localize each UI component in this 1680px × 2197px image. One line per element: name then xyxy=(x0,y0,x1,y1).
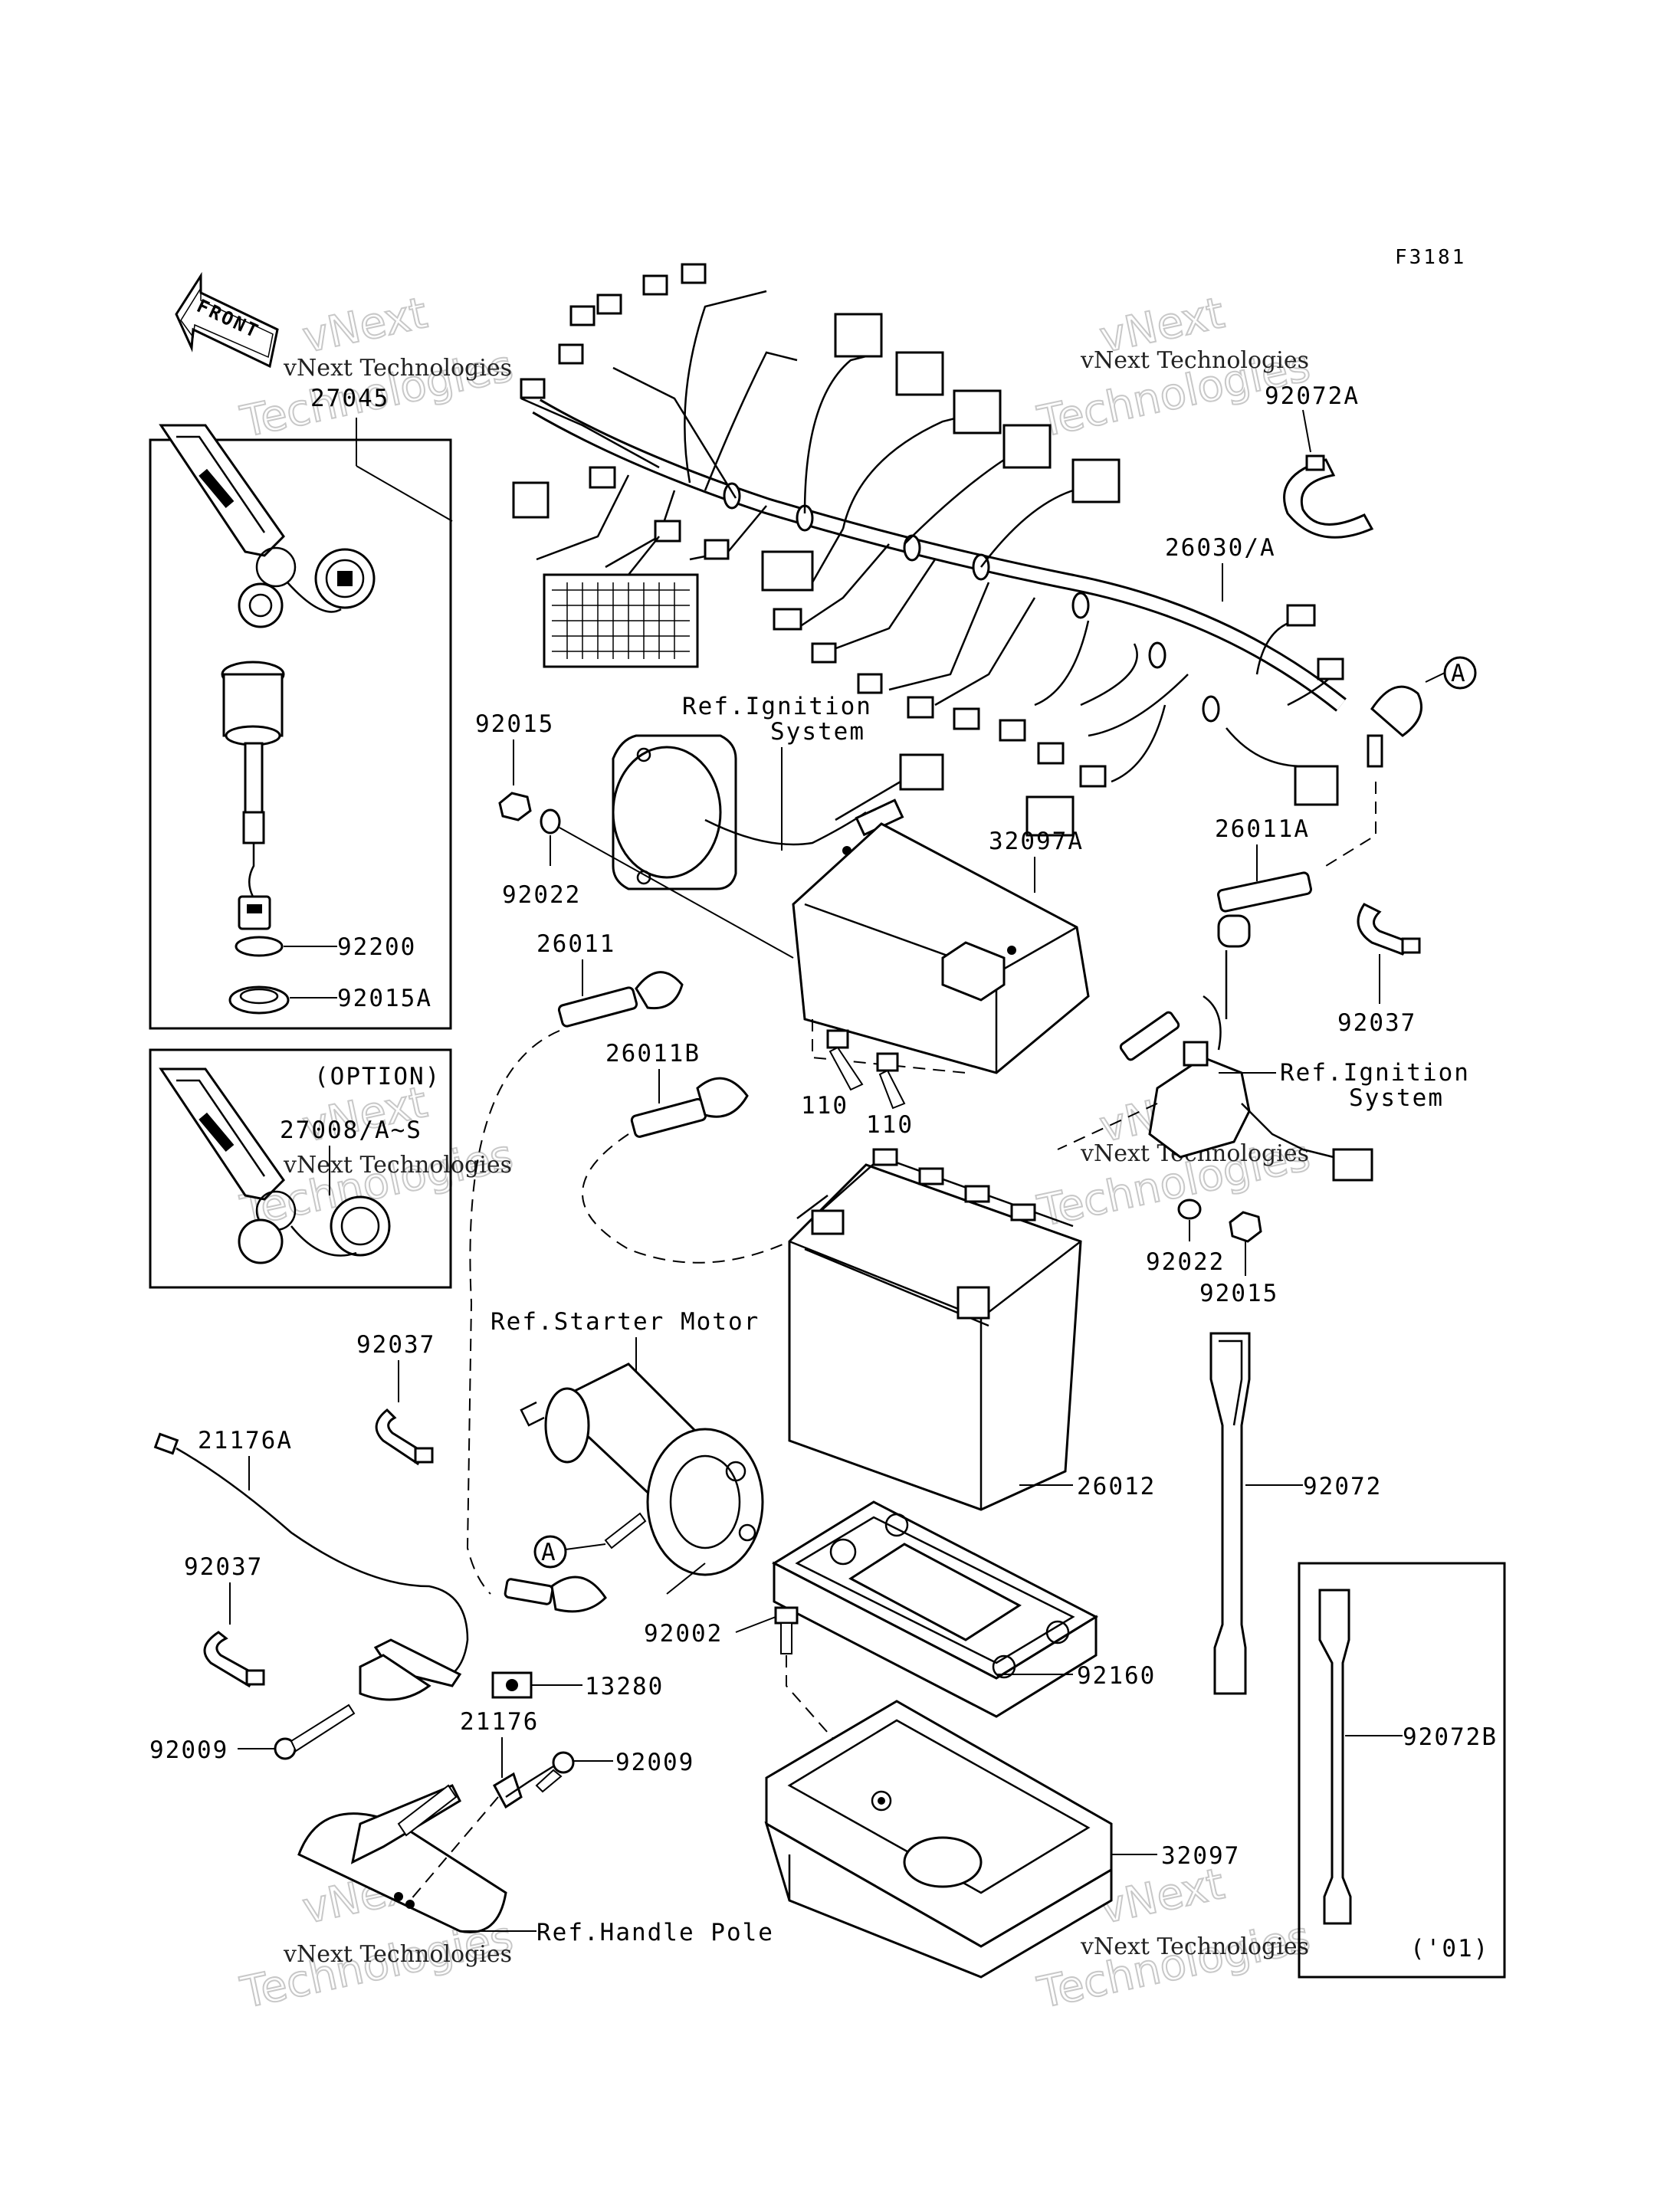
option-box xyxy=(149,1048,452,1289)
ref-starter-motor-label: Ref.Starter Motor xyxy=(491,1308,760,1336)
svg-text:vNext Technologies: vNext Technologies xyxy=(1080,347,1309,374)
cable-26011b-icon xyxy=(630,1077,749,1138)
part-92072a-label: 92072A xyxy=(1265,382,1360,410)
nut-92015-top-icon xyxy=(498,792,532,821)
watermark-top-left: vNext Technologies vNext Technologies xyxy=(235,287,517,448)
battery-terminal-icon xyxy=(1367,685,1422,768)
part-92072-label: 92072 xyxy=(1303,1473,1382,1500)
part-92015-top-label: 92015 xyxy=(475,710,554,738)
cable-26011a-icon xyxy=(1217,871,1312,948)
part-110-a-label: 110 xyxy=(801,1092,848,1120)
clamp-92037-lower-icon xyxy=(203,1631,265,1688)
svg-text:vNext Technologies: vNext Technologies xyxy=(283,355,512,382)
cable-26011-icon xyxy=(557,971,684,1028)
screw-92009-left-icon xyxy=(274,1703,356,1760)
svg-text:vNext Technologies: vNext Technologies xyxy=(1080,1933,1309,1960)
svg-text:vNext Technologies: vNext Technologies xyxy=(283,1152,512,1179)
option-key-icon xyxy=(159,1067,391,1264)
part-92022-bottom-label: 92022 xyxy=(1146,1248,1225,1276)
motor-terminal-icon xyxy=(504,1576,607,1613)
part-32097-label: 32097 xyxy=(1161,1842,1240,1870)
part-92037-left-label: 92037 xyxy=(356,1331,435,1359)
handle-pole-icon xyxy=(297,1784,507,1933)
part-26012-label: 26012 xyxy=(1077,1473,1156,1500)
clamp-92072a-icon xyxy=(1283,454,1374,539)
part-92022-top-label: 92022 xyxy=(502,881,581,909)
battery-case-32097-icon xyxy=(764,1700,1113,1979)
part-32097a-label: 32097A xyxy=(989,828,1084,855)
part-92015-bottom-label: 92015 xyxy=(1199,1280,1278,1307)
part-110-b-label: 110 xyxy=(866,1111,914,1139)
screw-92009-right-icon xyxy=(535,1751,575,1793)
part-26030-label: 26030/A xyxy=(1165,534,1276,562)
ref-ignition-2-line2: System xyxy=(1349,1084,1444,1112)
battery-tray-92160-icon xyxy=(771,1500,1099,1718)
part-92002-label: 92002 xyxy=(644,1620,723,1648)
ref-ignition-1-line1: Ref.Ignition xyxy=(682,693,872,720)
svg-text:vNext: vNext xyxy=(1095,1859,1229,1934)
ref-ignition-2-line1: Ref.Ignition xyxy=(1280,1059,1470,1087)
part-27045-label: 27045 xyxy=(310,385,389,412)
ref-handle-pole-label: Ref.Handle Pole xyxy=(536,1919,774,1946)
part-92037-lower-label: 92037 xyxy=(184,1553,263,1581)
part-26011a-label: 26011A xyxy=(1215,815,1310,843)
washer-92022-bottom-icon xyxy=(1177,1199,1202,1220)
sensor-21176a-icon xyxy=(153,1432,469,1701)
bolt-110-a-icon xyxy=(826,1029,864,1091)
part-13280-label: 13280 xyxy=(585,1673,664,1700)
washer-92022-top-icon xyxy=(540,808,561,835)
clamp-92037-left-icon xyxy=(375,1408,434,1466)
battery-icon xyxy=(788,1148,1082,1511)
clamp-92037-right-icon xyxy=(1357,903,1421,956)
callout-a-top-label: A xyxy=(1451,660,1467,687)
wiring-harness-icon xyxy=(512,263,1347,837)
part-92037-right-label: 92037 xyxy=(1337,1009,1416,1037)
battery-cover-icon xyxy=(792,822,1090,1074)
washer-92200-icon xyxy=(235,936,284,957)
part-92009-left-label: 92009 xyxy=(149,1736,228,1764)
watermark-top-right: vNext Technologies vNext Technologies xyxy=(1032,287,1314,448)
key-lanyard-icon xyxy=(159,424,376,628)
starter-relay-icon xyxy=(1057,1041,1373,1182)
strap-92072-icon xyxy=(1209,1332,1251,1695)
nut-92015-bottom-icon xyxy=(1229,1211,1262,1243)
strap-92072b-icon xyxy=(1318,1589,1352,1925)
starter-motor-icon xyxy=(520,1362,764,1576)
svg-text:vNext: vNext xyxy=(298,288,431,363)
part-92015a-label: 92015A xyxy=(337,985,432,1012)
part-21176-label: 21176 xyxy=(460,1708,539,1736)
ref-ignition-1-line2: System xyxy=(770,718,865,746)
callout-a-bottom xyxy=(533,1535,567,1569)
option-label: (OPTION) xyxy=(314,1063,441,1090)
part-21176a-label: 21176A xyxy=(198,1427,293,1454)
year-label: ('01) xyxy=(1410,1935,1489,1963)
svg-text:Technologies: Technologies xyxy=(1033,1912,1314,2018)
callout-a-bottom-label: A xyxy=(541,1539,557,1566)
nut-92015a-icon xyxy=(228,985,290,1015)
figure-code: F3181 xyxy=(1395,246,1466,269)
part-26011b-label: 26011B xyxy=(605,1040,701,1067)
year-01-box xyxy=(1298,1562,1506,1979)
part-92160-label: 92160 xyxy=(1077,1662,1156,1690)
part-92200-label: 92200 xyxy=(337,933,416,961)
igniter-housing-icon xyxy=(612,734,944,890)
sensor-21176-icon xyxy=(493,1761,560,1809)
cable-26011a-lower-icon xyxy=(1119,950,1228,1061)
part-92072b-label: 92072B xyxy=(1403,1723,1498,1751)
part-92009-right-label: 92009 xyxy=(615,1749,694,1776)
bolt-92002-icon xyxy=(774,1606,799,1654)
key-switch-body-icon xyxy=(221,661,285,930)
svg-text:vNext Technologies: vNext Technologies xyxy=(283,1941,512,1968)
bolt-110-b-icon xyxy=(876,1052,906,1110)
key-switch-box xyxy=(149,438,452,1030)
part-27008-label: 27008/A~S xyxy=(280,1117,422,1144)
front-arrow-icon: FRONT xyxy=(175,271,279,369)
part-26011-label: 26011 xyxy=(536,930,615,958)
